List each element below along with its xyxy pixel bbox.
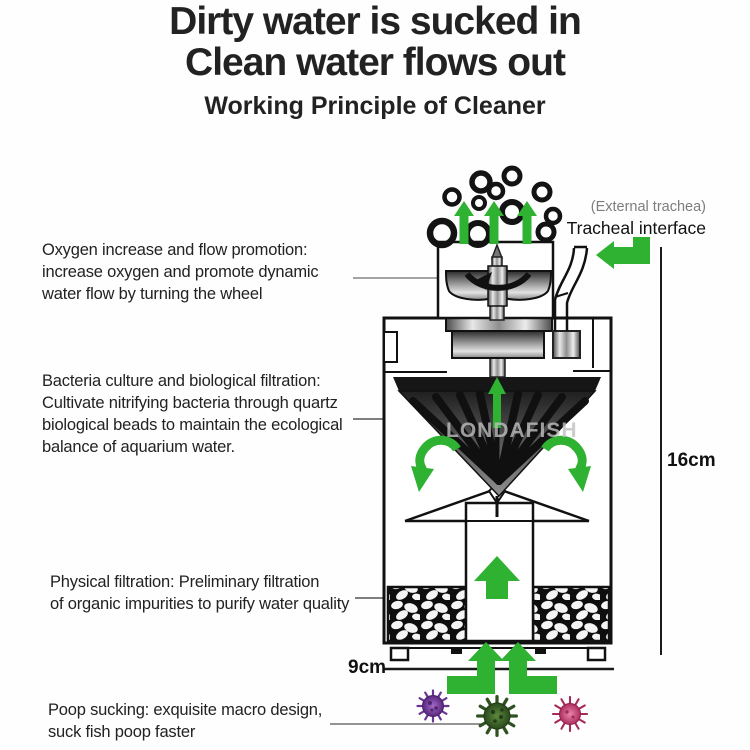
trachea-note: (External trachea)	[590, 199, 706, 215]
motor-assembly	[445, 317, 581, 378]
microbe-red	[551, 695, 589, 733]
title-line-1: Dirty water is sucked in	[169, 0, 582, 43]
annotation-physical: Physical filtration: Preliminary filtrat…	[50, 573, 350, 613]
annotation-bacteria: Bacteria culture and biological filtrati…	[42, 372, 343, 456]
pump-head	[436, 240, 555, 321]
microbe-purple	[416, 689, 450, 723]
page-subtitle: Working Principle of Cleaner	[204, 92, 546, 121]
trachea-tube	[553, 245, 589, 331]
suction-up-arrow	[474, 556, 520, 599]
header: Dirty water is sucked in Clean water flo…	[0, 0, 750, 121]
cone-up-arrow	[488, 377, 506, 428]
height-dimension-label: 16cm	[667, 450, 716, 471]
impeller-wheel	[444, 242, 553, 307]
brand-watermark: LONDAFISH	[446, 419, 578, 442]
width-dimension-label: 9cm	[348, 657, 387, 678]
annotation-oxygen: Oxygen increase and flow promotion: incr…	[42, 241, 319, 303]
trachea-label: Tracheal interface	[566, 218, 706, 238]
trachea-arrow	[596, 237, 650, 269]
microbe-green	[476, 695, 518, 737]
base-and-dimensions	[383, 247, 662, 671]
page-title: Dirty water is sucked in Clean water flo…	[0, 0, 750, 84]
outflow-arrows	[454, 201, 537, 244]
title-line-2: Clean water flows out	[185, 40, 566, 84]
annotation-poop: Poop sucking: exquisite macro design, su…	[48, 701, 323, 741]
